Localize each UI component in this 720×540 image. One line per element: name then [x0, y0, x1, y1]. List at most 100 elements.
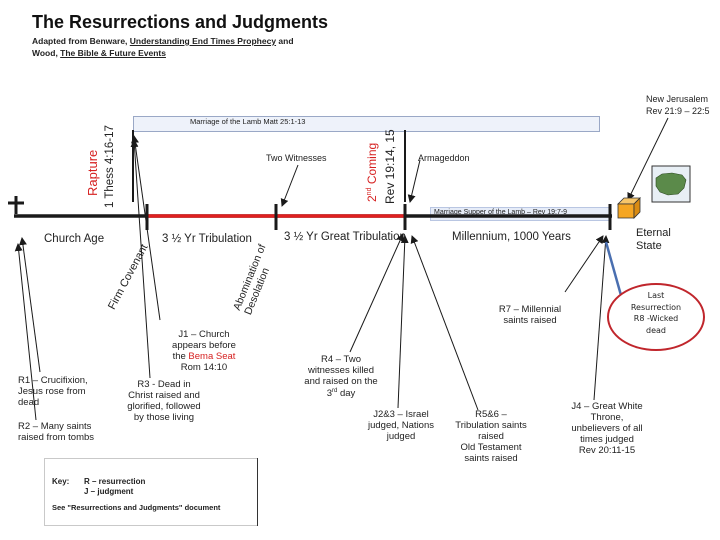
arrow-millennium	[564, 235, 604, 293]
r3-line-2: Christ raised and	[128, 389, 200, 401]
r4-line-2: witnesses killed	[308, 364, 374, 376]
j4-line-3: unbelievers of all	[571, 422, 643, 434]
r8-line-3: R8 -Wicked	[633, 314, 679, 324]
marriage-of-lamb-banner	[133, 116, 600, 132]
j4-line-4: times judged	[580, 433, 634, 445]
eternal-line-1: Eternal	[636, 227, 671, 239]
rapture-label: Rapture	[85, 149, 100, 196]
key-divider	[257, 458, 258, 526]
arrow-two-witnesses	[280, 164, 299, 207]
subtitle-prefix: Adapted from Benware,	[32, 36, 130, 46]
event-two-witnesses: Two Witnesses	[266, 153, 327, 163]
r5-line-2: Tribulation saints	[455, 419, 527, 431]
arrow-armageddon	[407, 159, 421, 203]
r3-line-3: glorified, followed	[127, 400, 201, 412]
arrow-r5	[410, 235, 479, 411]
marriage-of-lamb-label: Marriage of the Lamb Matt 25:1-13	[190, 117, 306, 126]
j1-line-2: appears before	[172, 339, 236, 351]
r8-callout-text: Last Resurrection R8 -Wicked dead	[607, 290, 705, 336]
r5-line-5: saints raised	[464, 452, 518, 464]
event-armageddon: Armageddon	[418, 153, 470, 163]
r5-line-4: Old Testament	[460, 441, 522, 453]
subtitle-suffix: and	[276, 36, 294, 46]
r1-line-2: Jesus rose from	[18, 385, 86, 397]
bema-seat-label: Bema Seat	[188, 350, 236, 362]
j2-line-2: judged, Nations	[367, 419, 435, 431]
j2-line-3: judged	[386, 430, 416, 442]
arrow-r2	[14, 243, 37, 421]
j1-line-1: J1 – Church	[178, 329, 230, 340]
r3-line-1: R3 - Dead in	[137, 379, 191, 390]
j2-line-1: J2&3 – Israel	[373, 409, 429, 420]
r1-line-3: dead	[18, 396, 40, 408]
j1-line-3-prefix: the	[172, 350, 189, 362]
rapture-reference: 1 Thess 4:16-17	[104, 125, 116, 208]
second-coming-reference: Rev 19:14, 15	[383, 129, 397, 204]
arrow-rapture	[131, 135, 161, 321]
second-coming-label: 2nd Coming	[365, 142, 380, 202]
period-church-age: Church Age	[44, 233, 105, 245]
new-jerusalem-cube	[617, 197, 641, 219]
j4-line-2: Throne,	[590, 411, 624, 423]
second-coming-sup: nd	[366, 187, 373, 196]
arrow-r3	[130, 139, 151, 379]
period-millennium: Millennium, 1000 Years	[452, 231, 571, 243]
new-jerusalem-line-2: Rev 21:9 – 22:5	[646, 105, 710, 116]
r2-line-1: R2 – Many saints	[18, 421, 92, 432]
key-label: Key:	[52, 477, 70, 486]
r8-line-4: dead	[646, 325, 666, 335]
r7-line-2: saints raised	[503, 314, 557, 326]
eternal-line-2: State	[636, 240, 662, 253]
arrow-new-jerusalem	[627, 117, 669, 201]
second-coming-word: Coming	[365, 142, 379, 188]
key-j: J – judgment	[84, 487, 134, 497]
subtitle-book-1: Understanding End Times Prophecy	[129, 36, 277, 46]
subtitle-book-2: The Bible & Future Events	[60, 47, 166, 58]
period-tribulation: 3 ½ Yr Tribulation	[162, 233, 252, 245]
arrow-r4	[349, 233, 404, 353]
r5-line-1: R5&6 –	[475, 409, 507, 420]
arrow-r1	[18, 237, 41, 373]
r4-line-3: and raised on the	[304, 375, 378, 387]
arrow-j4	[593, 235, 610, 401]
us-map-shape	[655, 172, 687, 196]
r2-line-2: raised from tombs	[18, 431, 95, 443]
r8-callout-oval	[607, 283, 705, 351]
r7-line-1: R7 – Millennial	[498, 304, 562, 315]
marriage-supper-label: Marriage Supper of the Lamb – Rev 19:7-9	[434, 209, 568, 216]
page-subtitle: Adapted from Benware, Understanding End …	[32, 36, 332, 60]
new-jerusalem-line-1: New Jerusalem	[646, 94, 709, 104]
j1-line-4: Rom 14:10	[180, 361, 228, 373]
j4-line-5: Rev 20:11-15	[578, 444, 636, 456]
r8-line-1: Last	[647, 291, 665, 300]
r4-line-4-num: 3	[326, 387, 332, 399]
key-note: See "Resurrections and Judgments" docume…	[52, 503, 221, 512]
page-title: The Resurrections and Judgments	[32, 12, 329, 32]
arrow-j2	[397, 235, 409, 409]
period-great-tribulation: 3 ½ Yr Great Tribulation	[284, 231, 406, 243]
second-coming-num: 2	[365, 195, 379, 202]
subtitle-prefix-2: Wood,	[32, 47, 61, 58]
j4-line-1: J4 – Great White	[571, 401, 643, 412]
key-box	[44, 458, 258, 526]
r8-line-2: Resurrection	[630, 302, 682, 312]
r4-line-4-sup: rd	[331, 387, 338, 394]
r1-line-1: R1 – Crucifixion,	[18, 375, 88, 386]
r5-line-3: raised	[478, 430, 504, 442]
r4-line-1: R4 – Two	[321, 354, 361, 365]
r3-line-4: by those living	[133, 411, 195, 423]
key-r: R – resurrection	[84, 477, 146, 486]
r4-line-4-suffix: day	[337, 387, 356, 399]
